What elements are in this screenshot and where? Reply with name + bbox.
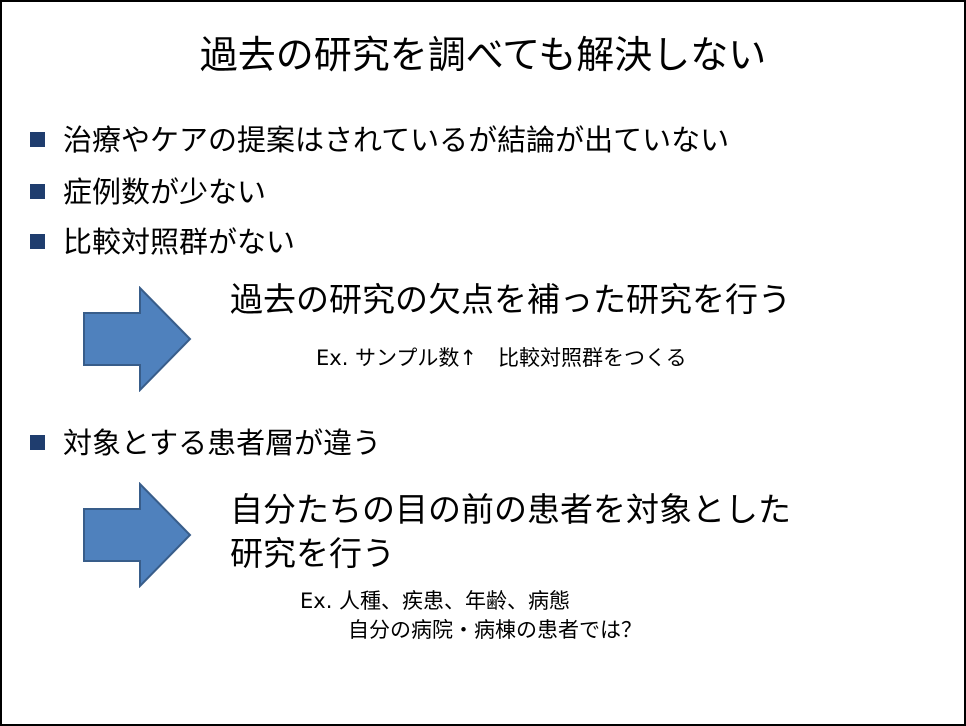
bullet-text: 対象とする患者層が違う bbox=[63, 426, 382, 460]
bullet-text: 治療やケアの提案はされているが結論が出ていない bbox=[63, 123, 730, 157]
bullet-item: 症例数が少ない bbox=[30, 172, 266, 212]
bullet-square-icon bbox=[30, 132, 45, 147]
result-text-2-line1: 自分たちの目の前の患者を対象とした bbox=[230, 490, 791, 529]
right-arrow-icon bbox=[83, 482, 192, 588]
bullet-square-icon bbox=[30, 234, 45, 249]
bullet-item: 対象とする患者層が違う bbox=[30, 423, 381, 463]
example-text-2-line1: Ex. 人種、疾患、年齢、病態 bbox=[300, 589, 571, 613]
bullet-square-icon bbox=[30, 184, 45, 199]
bullet-text: 症例数が少ない bbox=[63, 175, 267, 209]
example-text-1: Ex. サンプル数↑ 比較対照群をつくる bbox=[316, 346, 687, 370]
bullet-item: 治療やケアの提案はされているが結論が出ていない bbox=[30, 120, 729, 160]
example-text-2-line2: 自分の病院・病棟の患者では？ bbox=[348, 618, 642, 642]
bullet-square-icon bbox=[30, 435, 45, 450]
slide-title: 過去の研究を調べても解決しない bbox=[199, 33, 767, 77]
result-text-2-line2: 研究を行う bbox=[230, 534, 395, 573]
bullet-text: 比較対照群がない bbox=[63, 225, 296, 259]
result-text-1: 過去の研究の欠点を補った研究を行う bbox=[230, 280, 791, 319]
right-arrow-icon bbox=[83, 286, 192, 392]
bullet-item: 比較対照群がない bbox=[30, 222, 295, 262]
